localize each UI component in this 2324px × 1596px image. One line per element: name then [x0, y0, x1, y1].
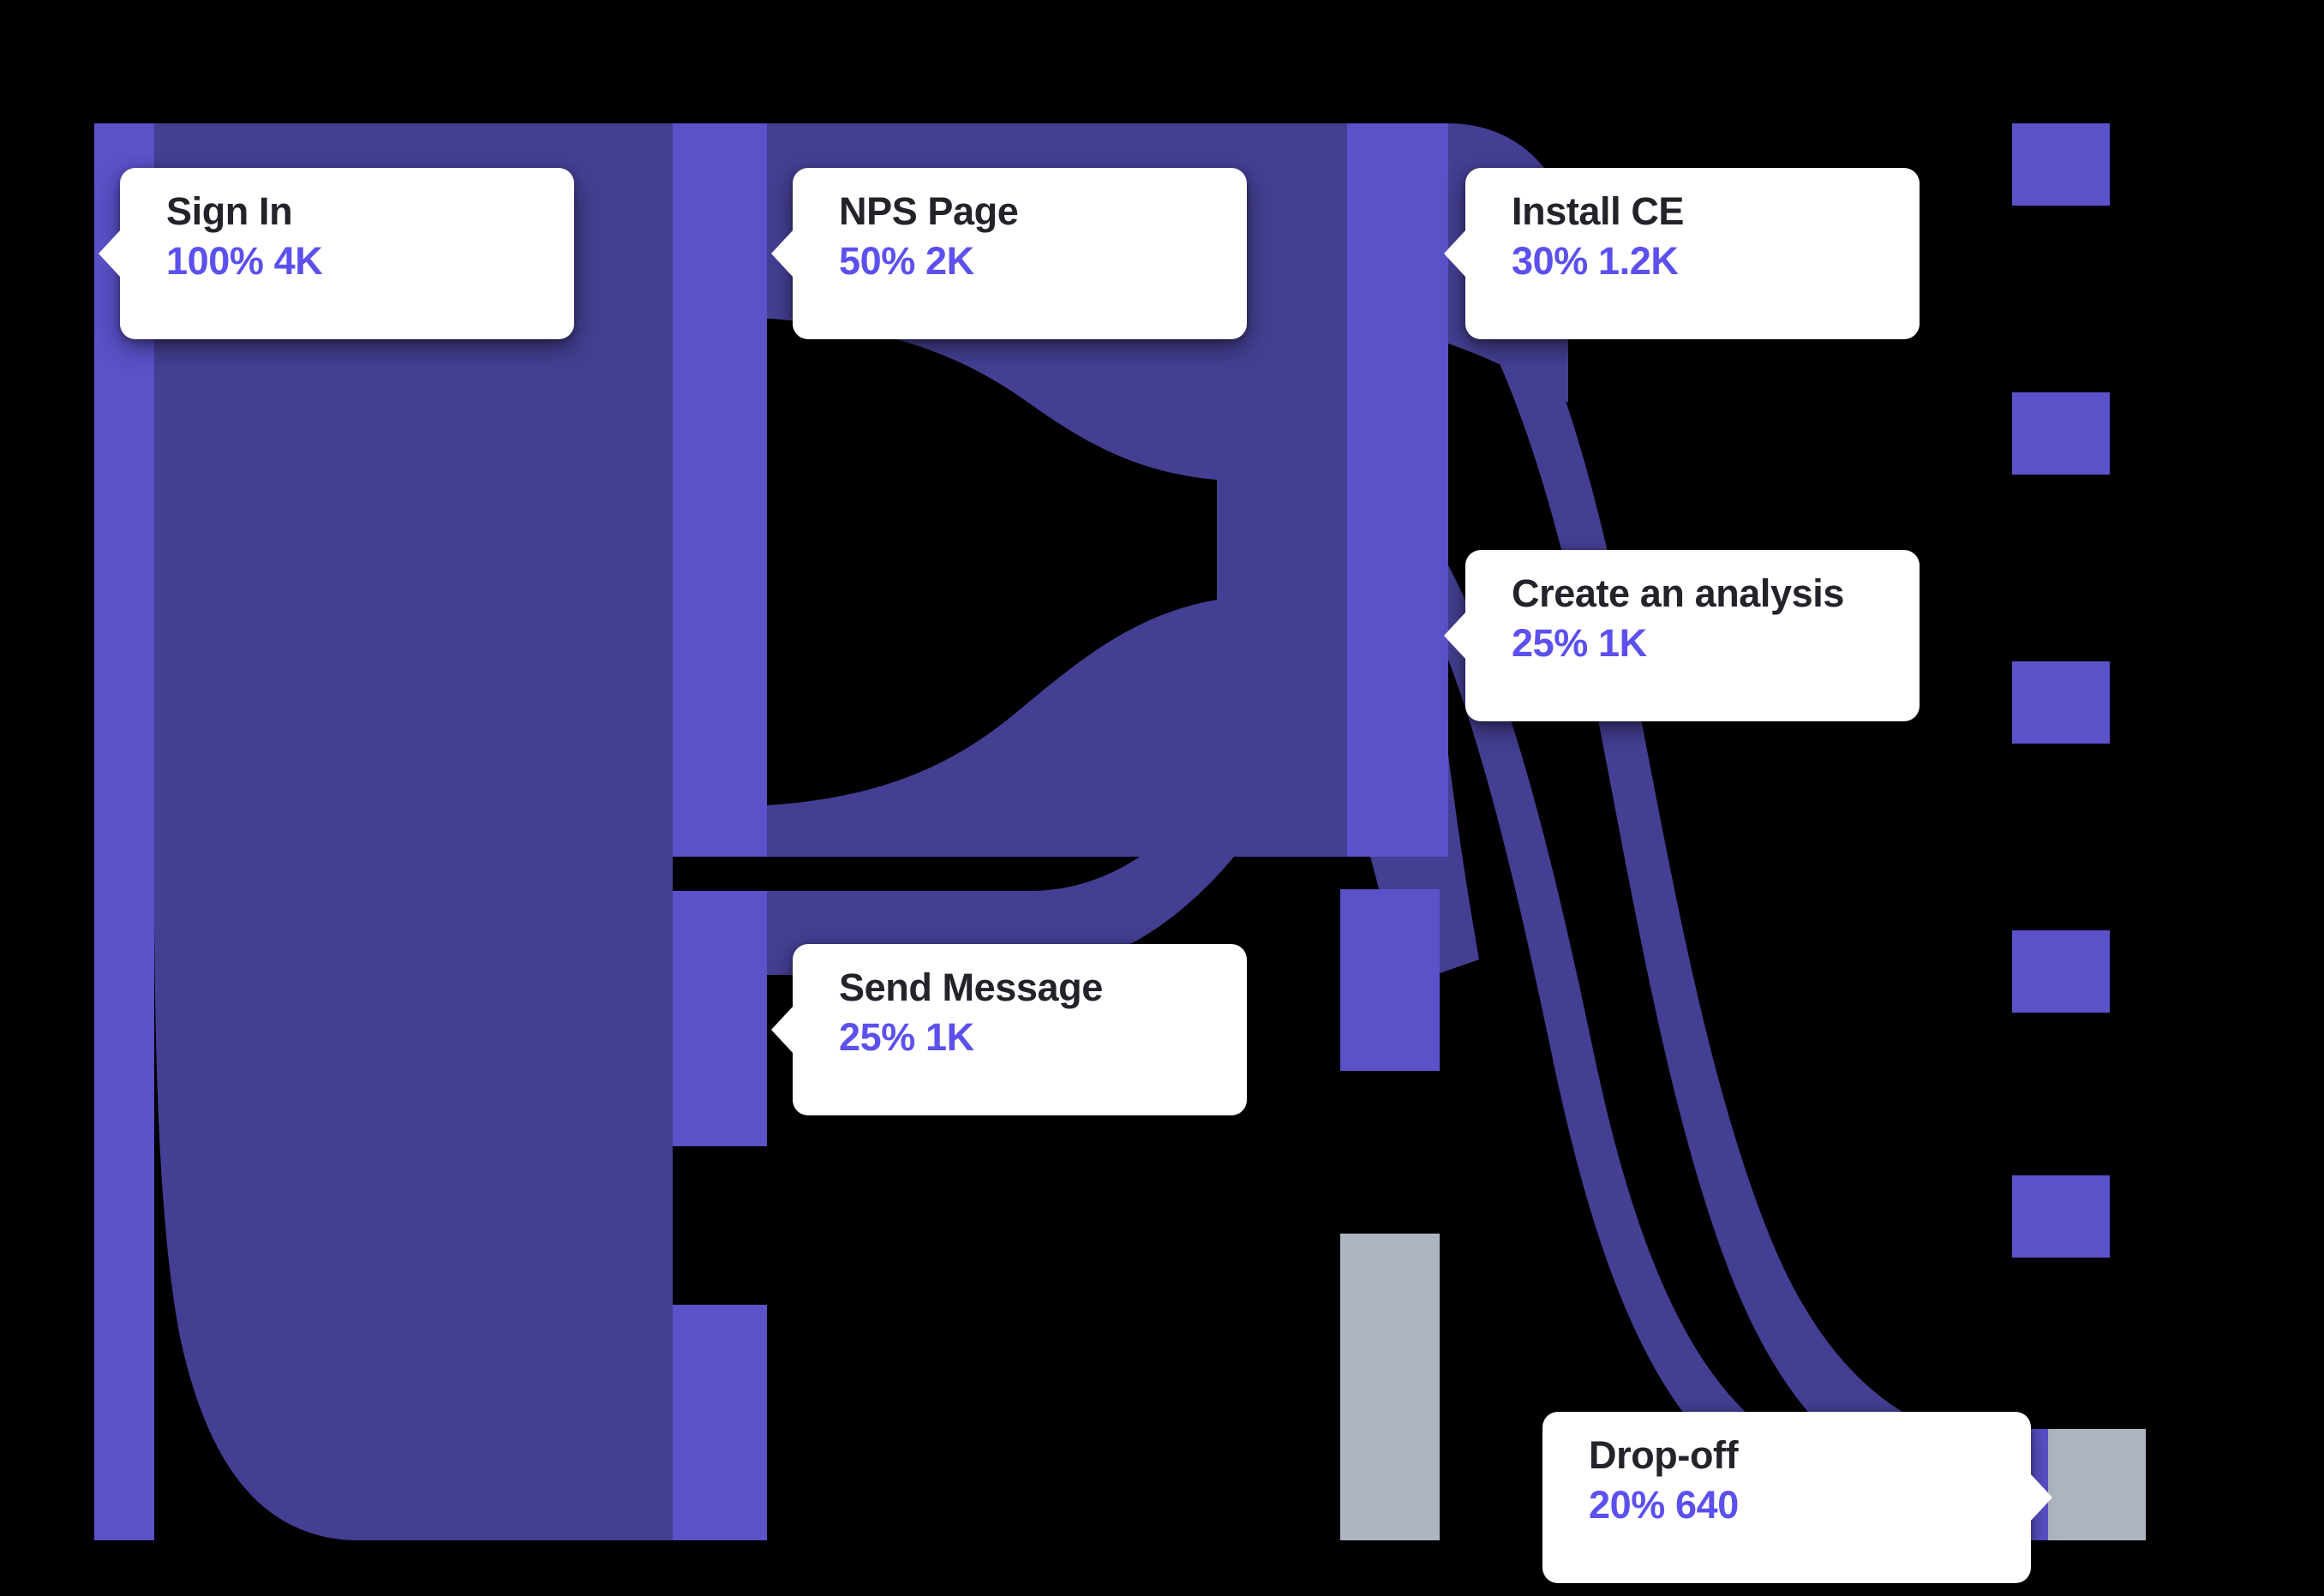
tooltip-install-ce[interactable]: Install CE 30% 1.2K	[1444, 168, 1920, 339]
tooltip-sign-in[interactable]: Sign In 100% 4K	[99, 168, 574, 339]
tooltip-metric: 25% 1K	[1512, 621, 1647, 666]
tooltip-create-an-analysis[interactable]: Create an analysis 25% 1K	[1444, 550, 1920, 721]
flow-send-message-onward	[767, 631, 1347, 975]
bar-dropoff-grey-mid[interactable]	[1340, 1234, 1440, 1540]
tooltip-drop-off[interactable]: Drop-off 20% 640	[1542, 1412, 2052, 1583]
step-bars	[94, 123, 2048, 1540]
edge-marker-3[interactable]	[2012, 661, 2110, 744]
step-bar-create-analysis[interactable]	[1347, 548, 1448, 754]
step-bar-send-message[interactable]	[673, 891, 767, 1146]
tooltip-metric: 25% 1K	[839, 1015, 974, 1060]
tooltip-metric: 100% 4K	[166, 239, 323, 284]
tooltip-nps-page[interactable]: NPS Page 50% 2K	[771, 168, 1247, 339]
tooltip-title: Drop-off	[1589, 1433, 1739, 1477]
tooltip-notch-icon	[771, 1006, 794, 1054]
step-bar-send-message-lower[interactable]	[673, 1305, 767, 1540]
flow-to-send-message	[154, 857, 673, 1540]
flow-ribbon-b-to-dropoff	[1411, 565, 1817, 1491]
flow-ribbon-a-to-dropoff	[1433, 171, 2012, 1508]
right-edge-markers	[2012, 123, 2146, 1540]
tooltip-metric: 20% 640	[1589, 1483, 1739, 1527]
edge-marker-5[interactable]	[2012, 1175, 2110, 1258]
tooltip-notch-icon	[2030, 1473, 2052, 1521]
step-bar-sign-in[interactable]	[94, 123, 154, 1540]
tooltip-notch-icon	[1444, 612, 1466, 660]
tooltip-title: Send Message	[839, 965, 1103, 1009]
tooltip-notch-icon	[1444, 230, 1466, 278]
tooltip-title: Create an analysis	[1512, 571, 1845, 615]
tooltip-title: Install CE	[1512, 189, 1685, 233]
tooltip-metric: 30% 1.2K	[1512, 239, 1679, 284]
step-bar-create-analysis-lower[interactable]	[1340, 889, 1440, 1071]
edge-marker-2[interactable]	[2012, 392, 2110, 475]
tooltip-title: NPS Page	[839, 189, 1019, 233]
tooltip-title: Sign In	[166, 189, 293, 233]
tooltip-send-message[interactable]: Send Message 25% 1K	[771, 944, 1247, 1115]
edge-marker-1[interactable]	[2012, 123, 2110, 206]
tooltip-metric: 50% 2K	[839, 239, 974, 284]
tooltip-notch-icon	[99, 230, 121, 278]
edge-marker-4[interactable]	[2012, 930, 2110, 1013]
tooltip-notch-icon	[771, 230, 794, 278]
step-bar-nps-page[interactable]	[673, 123, 767, 857]
edge-marker-dropoff[interactable]	[2048, 1429, 2146, 1540]
